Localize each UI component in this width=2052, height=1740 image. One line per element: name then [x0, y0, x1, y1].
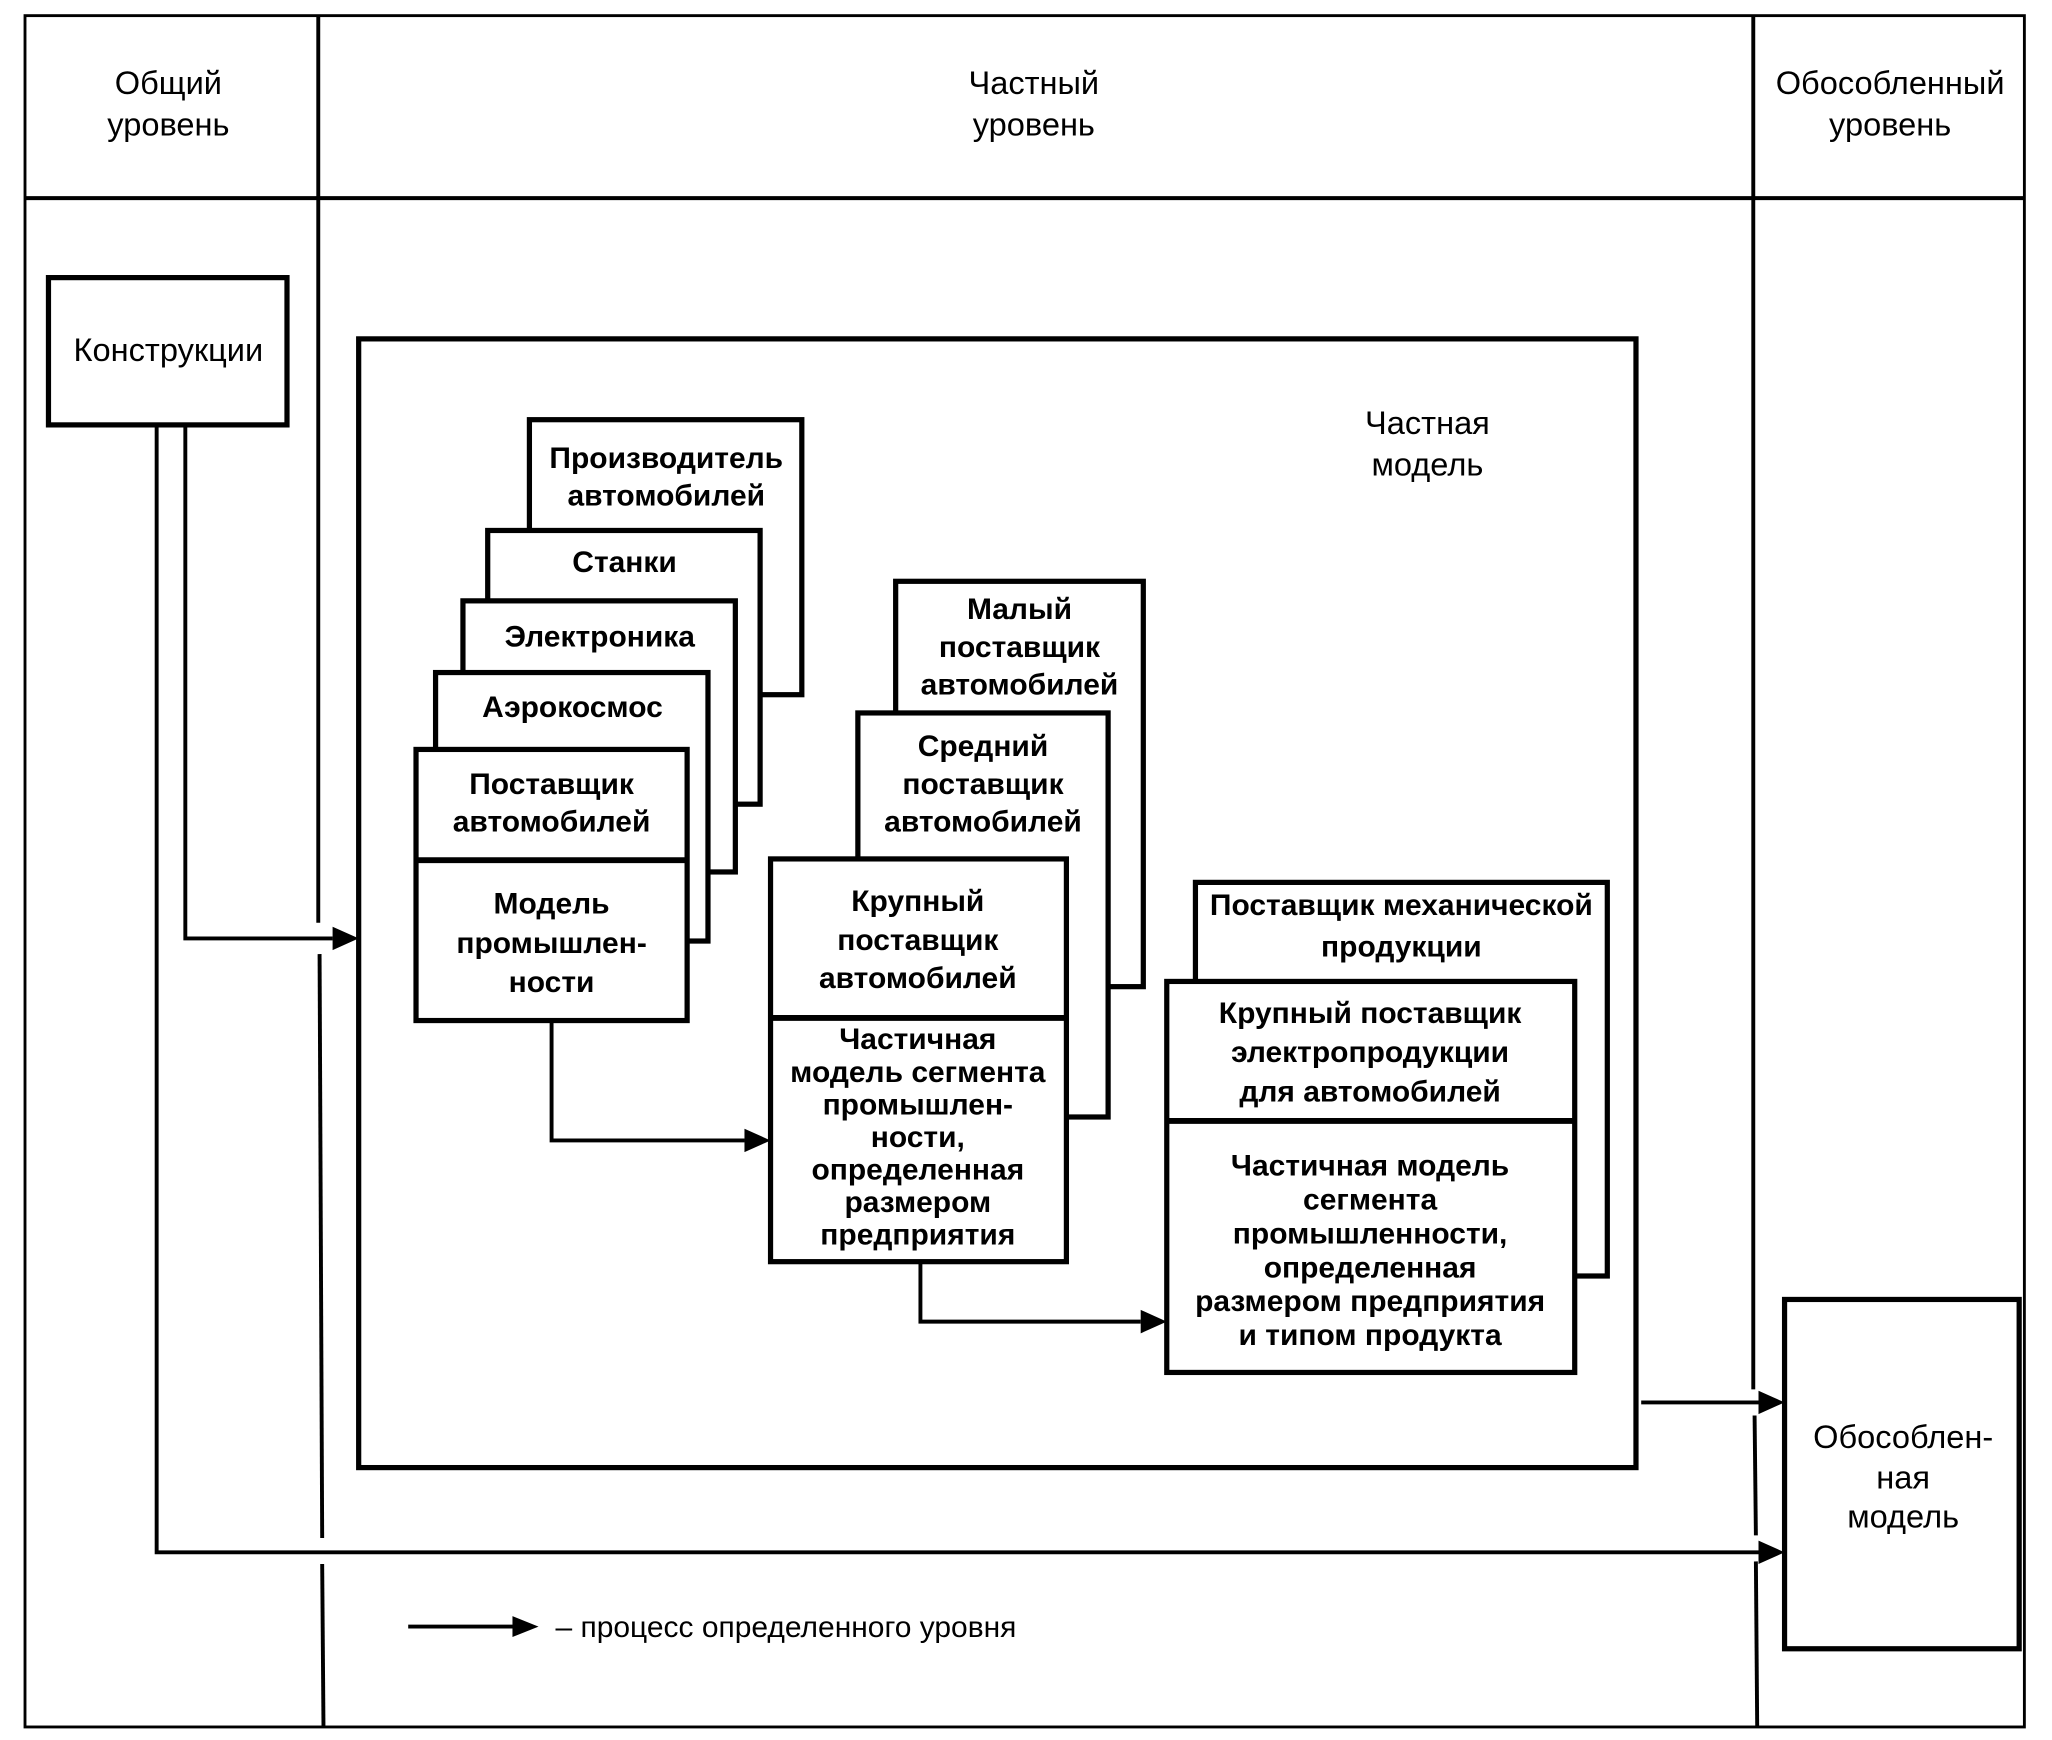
arrowhead-icon: [744, 1128, 771, 1153]
stack-industry: Производитель автомобилей Станки Электро…: [413, 417, 805, 1024]
header-general-line2: уровень: [107, 107, 229, 143]
arrowhead-icon: [1758, 1390, 1785, 1415]
header-isolated-line2: уровень: [1829, 107, 1951, 143]
svg-text:сегмента: сегмента: [1303, 1184, 1437, 1217]
svg-text:Крупный: Крупный: [851, 885, 984, 918]
svg-text:ности,: ности,: [871, 1121, 965, 1154]
svg-text:поставщик: поставщик: [902, 768, 1064, 801]
svg-text:Крупный поставщик: Крупный поставщик: [1219, 997, 1523, 1030]
isolated-model-label: Обособлен- ная модель: [1813, 1419, 1993, 1535]
svg-text:размером: размером: [844, 1186, 991, 1219]
svg-text:промышлен-: промышлен-: [823, 1088, 1013, 1121]
svg-text:предприятия: предприятия: [820, 1219, 1015, 1252]
arrowhead-icon: [332, 926, 359, 951]
arrow-constructions-to-isolated-model: [154, 426, 1785, 1565]
svg-text:Обособлен-: Обособлен-: [1813, 1419, 1993, 1455]
svg-text:определенная: определенная: [811, 1154, 1024, 1187]
svg-text:Станки: Станки: [572, 546, 677, 579]
header-general-line1: Общий: [115, 65, 222, 101]
svg-text:Поставщик механической: Поставщик механической: [1210, 889, 1593, 922]
stack-product-type: Поставщик механической продукции Крупный…: [1164, 879, 1610, 1376]
svg-text:Малый: Малый: [967, 593, 1072, 626]
header-isolated: Обособленный уровень: [1776, 65, 2005, 143]
arrow-size-to-type-model: [918, 1261, 1167, 1334]
legend-arrowhead-icon: [512, 1616, 539, 1638]
outer-frame: [23, 14, 2026, 1729]
svg-text:ности: ности: [509, 966, 595, 999]
svg-text:автомобилей: автомобилей: [819, 962, 1017, 995]
svg-text:автомобилей: автомобилей: [453, 806, 651, 839]
column-divider-right: [1751, 15, 1760, 1727]
svg-text:модель сегмента: модель сегмента: [790, 1056, 1046, 1089]
svg-text:Средний: Средний: [918, 730, 1049, 763]
svg-text:электропродукции: электропродукции: [1231, 1036, 1509, 1069]
svg-text:Частичная: Частичная: [839, 1023, 996, 1056]
svg-text:Электроника: Электроника: [505, 620, 696, 653]
header-particular-line1: Частный: [968, 65, 1099, 101]
header-particular-line2: уровень: [973, 107, 1095, 143]
svg-text:поставщик: поставщик: [837, 924, 999, 957]
svg-text:Производитель: Производитель: [549, 442, 783, 475]
svg-text:автомобилей: автомобилей: [884, 806, 1082, 839]
private-model-label-line2: модель: [1372, 447, 1484, 483]
svg-text:поставщик: поставщик: [939, 631, 1101, 664]
svg-text:определенная: определенная: [1264, 1251, 1477, 1284]
svg-text:промышлен-: промышлен-: [456, 927, 646, 960]
card-large-electrical-supplier: Крупный поставщик электропродукции для а…: [1164, 978, 1578, 1376]
svg-text:Модель: Модель: [494, 888, 610, 921]
arrow-constructions-to-industry-model: [183, 426, 359, 951]
svg-text:промышленности,: промышленности,: [1233, 1217, 1508, 1250]
header-particular: Частный уровень: [968, 65, 1099, 143]
constructions-label: Конструкции: [74, 332, 264, 368]
legend-text: – процесс определенного уровня: [555, 1611, 1016, 1644]
svg-text:автомобилей: автомобилей: [567, 480, 765, 513]
arrowhead-icon: [1140, 1309, 1167, 1334]
isolated-model-box: [1781, 1296, 2022, 1652]
svg-text:Частичная модель: Частичная модель: [1231, 1150, 1509, 1183]
card-large-supplier: Крупный поставщик автомобилей Частичная …: [767, 856, 1070, 1265]
column-divider-left: [316, 15, 326, 1727]
constructions-box: [45, 275, 290, 428]
card-car-supplier: Поставщик автомобилей Модель промышлен- …: [413, 746, 690, 1024]
private-model-label: Частная модель: [1365, 405, 1490, 483]
svg-text:модель: модель: [1847, 1499, 1959, 1535]
arrow-private-to-isolated-model: [1641, 1390, 1785, 1415]
arrowhead-icon: [1758, 1540, 1785, 1565]
header-general: Общий уровень: [107, 65, 229, 143]
stack-enterprise-size: Малый поставщик автомобилей Средний пост…: [767, 578, 1146, 1265]
svg-text:Поставщик: Поставщик: [469, 768, 635, 801]
svg-text:размером предприятия: размером предприятия: [1195, 1285, 1545, 1318]
svg-text:Аэрокосмос: Аэрокосмос: [482, 691, 663, 724]
arrow-industry-to-size-model: [549, 1020, 771, 1153]
header-isolated-line1: Обособленный: [1776, 65, 2005, 101]
svg-text:автомобилей: автомобилей: [921, 669, 1119, 702]
svg-text:для автомобилей: для автомобилей: [1239, 1075, 1501, 1108]
private-model-label-line1: Частная: [1365, 405, 1490, 441]
svg-text:продукции: продукции: [1321, 931, 1482, 964]
svg-text:и типом продукта: и типом продукта: [1239, 1319, 1502, 1352]
legend: – процесс определенного уровня: [408, 1611, 1016, 1644]
svg-text:ная: ная: [1876, 1459, 1930, 1495]
